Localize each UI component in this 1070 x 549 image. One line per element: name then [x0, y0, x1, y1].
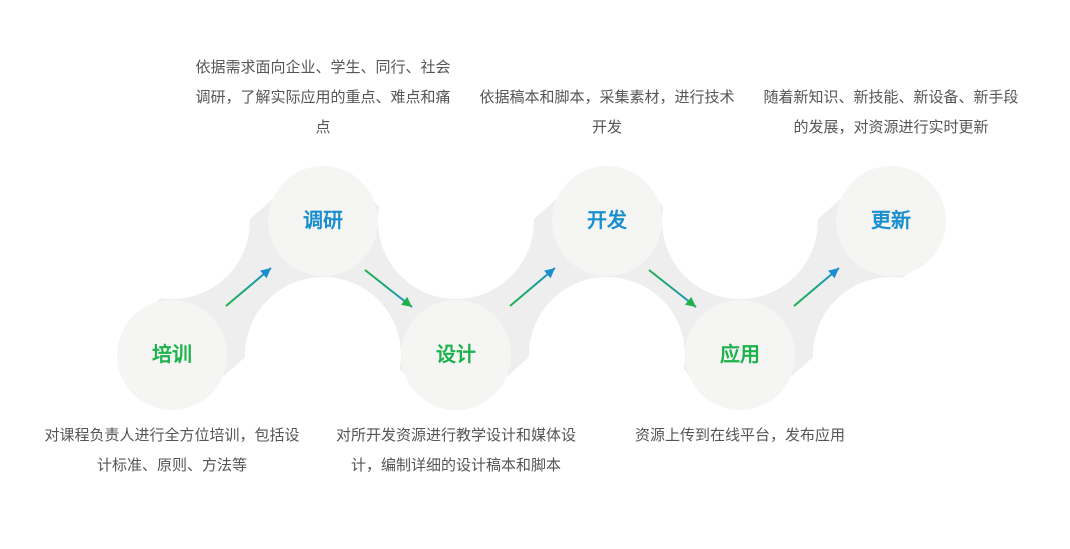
band-cutout [245, 277, 401, 433]
step-description: 依据稿本和脚本，采集素材，进行技术开发 [479, 88, 735, 136]
band-cutout [378, 143, 534, 299]
step-circle-2 [268, 166, 378, 276]
step-description: 对课程负责人进行全方位培训，包括设计标准、原则、方法等 [44, 426, 300, 474]
step-description: 依据需求面向企业、学生、同行、社会调研，了解实际应用的重点、难点和痛点 [195, 58, 451, 136]
step-label: 培训 [152, 342, 192, 366]
step-circle-5 [685, 300, 795, 410]
arrow-head-icon [828, 268, 839, 279]
step-description: 资源上传到在线平台，发布应用 [634, 426, 845, 444]
step-description: 对所开发资源进行教学设计和媒体设计，编制详细的设计稿本和脚本 [335, 426, 576, 474]
arrow-head-icon [401, 296, 412, 307]
step-circle-4 [552, 166, 662, 276]
arrow-head-icon [685, 296, 696, 307]
step-circle-1 [117, 300, 227, 410]
band-cutout [813, 277, 969, 433]
step-description: 随着新知识、新技能、新设备、新手段的发展，对资源进行实时更新 [763, 88, 1019, 136]
band-cutout [94, 143, 250, 299]
arrow-head-icon [260, 268, 271, 279]
step-label: 设计 [436, 342, 476, 366]
step-label: 开发 [587, 208, 627, 232]
step-label: 调研 [303, 208, 343, 232]
arrow-head-icon [544, 268, 555, 279]
step-label: 更新 [871, 208, 911, 232]
step-label: 应用 [720, 342, 760, 366]
step-circle-3 [401, 300, 511, 410]
band-cutout [662, 143, 818, 299]
step-circle-6 [836, 166, 946, 276]
band-cutout [529, 277, 685, 433]
